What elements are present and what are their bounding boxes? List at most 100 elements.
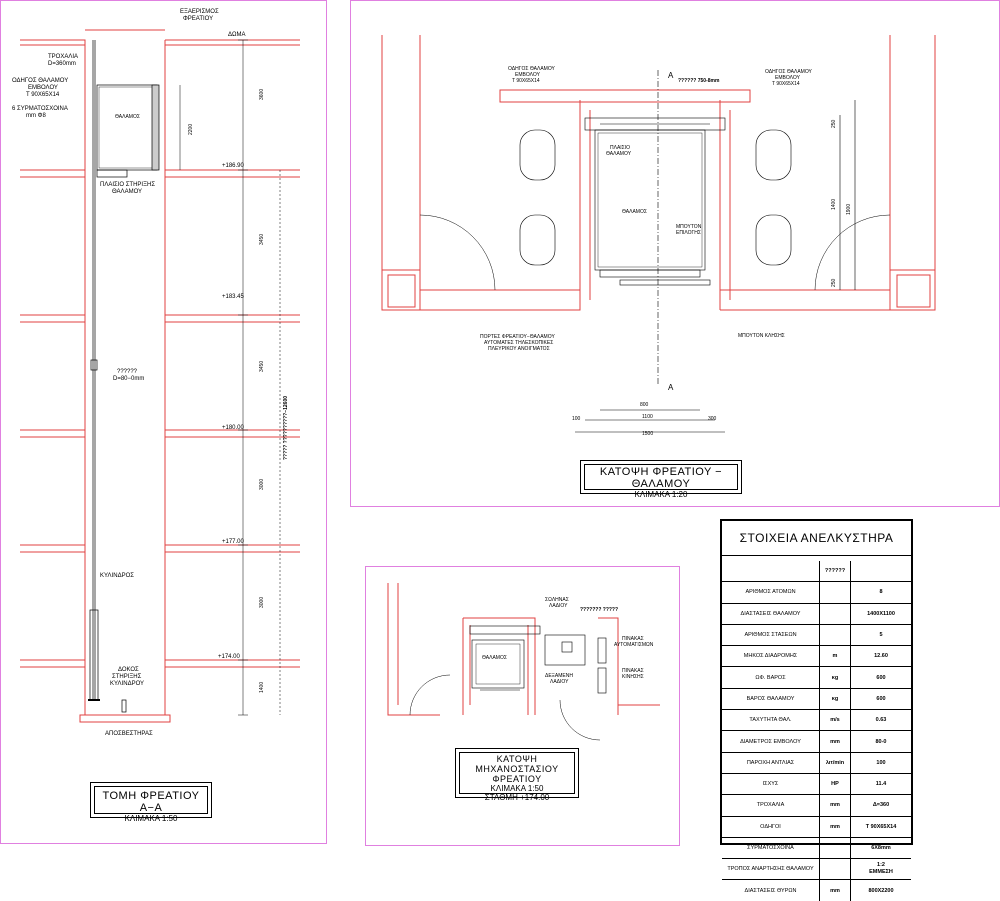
spec-value: 800Χ2200 (868, 887, 894, 894)
label-vent-2: ΦΡΕΑΤΙΟΥ (183, 16, 213, 22)
plan-doors-1: ΠΟΡΤΕΣ ΦΡΕΑΤΙΟΥ−ΘΑΛΑΜΟΥ (480, 334, 555, 340)
spec-label: ΤΑΧΥΤΗΤΑ ΘΑΛ. (722, 710, 820, 731)
dim-3450-a: 3450 (259, 234, 265, 245)
spec-unit: κg (820, 667, 851, 688)
label-ropes-1: 6 ΣΥΡΜΑΤΟΣΧΟΙΝΑ (12, 106, 68, 112)
machine-scale: ΚΛΙΜΑΚΑ 1:50 (490, 784, 544, 793)
spec-label: ΜΗΚΟΣ ΔΙΑΔΡΟΜΗΣ (722, 646, 820, 667)
spec-unit (820, 837, 851, 859)
spec-label: ΑΡΙΘΜΟΣ ΣΤΑΣΕΩΝ (722, 624, 820, 646)
spec-value: 1:2 ΕΜΜΕΣΗ (869, 862, 893, 876)
spec-unit: λιτ/min (820, 752, 851, 773)
spec-label: ΠΑΡΟΧΗ ΑΝΤΛΙΑΣ (722, 752, 820, 773)
label-frame-2: ΘΑΛΑΜΟΥ (112, 189, 142, 195)
dim-3000-b: 3000 (259, 597, 265, 608)
machine-title-1: ΚΑΤΟΨΗ ΜΗΧΑΝΟΣΤΑΣΙΟΥ (475, 754, 559, 774)
machine-tank-1: ΔΕΞΑΜΕΝΗ (545, 673, 573, 679)
label-piston-1: ?????? (117, 369, 138, 375)
plan-frame-1: ΠΛΑΙΣΙΟ (610, 145, 630, 151)
plan-dim-1500: 1500 (642, 431, 653, 437)
plan-section-mark-bottom: Α (668, 383, 674, 392)
spec-unit: mm (820, 816, 851, 837)
spec-value: Δ=360 (872, 802, 890, 809)
spec-unit: mm (820, 795, 851, 816)
label-beam-2: ΣΤΗΡΙΞΗΣ (112, 674, 142, 680)
label-pulley-2: D=360mm (48, 61, 76, 67)
plan-title: ΚΑΤΟΨΗ ΦΡΕΑΤΙΟΥ − ΘΑΛΑΜΟΥ (599, 466, 723, 490)
label-beam-1: ΔΟΚΟΣ (118, 667, 139, 673)
plan-buttons-2: ΕΠΙΛΟΓΗΣ (676, 230, 701, 236)
machine-title-block: ΚΑΤΟΨΗ ΜΗΧΑΝΟΣΤΑΣΙΟΥ ΦΡΕΑΤΙΟΥ ΚΛΙΜΑΚΑ 1:… (455, 748, 579, 802)
label-beam-3: ΚΥΛΙΝΔΡΟΥ (110, 681, 144, 687)
plan-pulley: ?????? 750-8mm (678, 78, 720, 84)
spec-row-header: ?????? (722, 561, 911, 582)
spec-value: 6Χ8mm (871, 845, 891, 851)
section-drawing: ΕΞΑΕΡΙΣΜΟΣ ΦΡΕΑΤΙΟΥ ΔΩΜΑ ΤΡΟΧΑΛΙΑ D=360m… (12, 9, 300, 737)
machine-oil-pipe-1: ΣΩΛΗΝΑΣ (545, 597, 569, 603)
spec-unit: m/s (820, 710, 851, 731)
machine-station: ΣΤΑΘΜΗ +174.00 (484, 793, 550, 802)
spec-value: 80-0 (875, 738, 887, 745)
plan-guide-right-2: ΕΜΒΟΛΟΥ (775, 75, 801, 81)
spec-value: 1400Χ1100 (867, 610, 895, 617)
plan-doors-3: ΠΛΕΥΡΙΚΟΥ ΑΝΟΙΓΜΑΤΟΣ (488, 346, 550, 352)
plan-buttons-1: ΜΠΟΥΤΟΝ (676, 224, 702, 230)
plan-scale: ΚΛΙΜΑΚΑ 1:20 (634, 490, 688, 499)
spec-unit (820, 624, 851, 646)
level-5: +174.00 (218, 654, 241, 660)
label-frame-1: ΠΛΑΙΣΙΟ ΣΤΗΡΙΞΗΣ (100, 182, 155, 188)
section-title-block: ΤΟΜΗ ΦΡΕΑΤΙΟΥ Α−Α ΚΛΙΜΑΚΑ 1:50 (90, 782, 212, 823)
machine-panel-auto-2: ΑΥΤΟΜΑΤΙΣΜΩΝ (614, 642, 654, 648)
spec-label: ΟΔΗΓΟΙ (722, 816, 820, 837)
machine-tank-2: ΛΑΔΙΟΥ (550, 679, 569, 685)
spec-header-unit: ?????? (820, 561, 851, 582)
plan-dim-1100: 1100 (642, 414, 653, 420)
machine-drawing: ΣΩΛΗΝΑΣ ΛΑΔΙΟΥ ??????? ????? ΠΙΝΑΚΑΣ ΑΥΤ… (387, 583, 660, 741)
plan-guide-right-1: ΟΔΗΓΟΣ ΘΑΛΑΜΟΥ (765, 69, 813, 75)
machine-panel-auto-1: ΠΙΝΑΚΑΣ (622, 636, 644, 642)
plan-dim-1400: 1400 (831, 199, 837, 210)
plan-title-block: ΚΑΤΟΨΗ ΦΡΕΑΤΙΟΥ − ΘΑΛΑΜΟΥ ΚΛΙΜΑΚΑ 1:20 (580, 460, 742, 499)
spec-label: ΔΙΑΜΕΤΡΟΣ ΕΜΒΟΛΟΥ (722, 731, 820, 752)
plan-frame-2: ΘΑΛΑΜΟΥ (606, 151, 632, 157)
spec-value: Τ 90Χ65Χ14 (865, 823, 897, 830)
machine-unknown: ??????? ????? (580, 607, 618, 613)
spec-label: ΔΙΑΣΤΑΣΕΙΣ ΘΥΡΩΝ (722, 880, 820, 901)
spec-label: ΩΦ. ΒΑΡΟΣ (722, 667, 820, 688)
label-ropes-2: mm Φ8 (26, 113, 46, 119)
dim-total: ????? ??????????−12600 (283, 396, 289, 460)
spec-table: ΣΤΟΙΧΕΙΑ ΑΝΕΛΚΥΣΤΗΡΑ ?????? ΑΡΙΘΜΟΣ ΑΤΟΜ… (720, 519, 913, 901)
plan-dim-250-a: 250 (831, 119, 837, 128)
section-sheet (0, 0, 327, 844)
spec-value: 5 (879, 632, 883, 639)
machine-cabin: ΘΑΛΑΜΟΣ (482, 655, 507, 661)
plan-cabin: ΘΑΛΑΜΟΣ (622, 209, 647, 215)
spec-label: ΤΡΟΧΑΛΙΑ (722, 795, 820, 816)
level-2: +183.45 (222, 294, 245, 300)
spec-unit: m (820, 646, 851, 667)
plan-dim-800: 800 (640, 402, 649, 408)
plan-dim-300: 300 (708, 416, 717, 422)
spec-value: 600 (876, 695, 886, 702)
dim-3000-a: 3000 (259, 479, 265, 490)
plan-dim-100: 100 (572, 416, 581, 422)
spec-unit (820, 859, 851, 880)
spec-value: 100 (876, 759, 886, 766)
label-absorber: ΑΠΟΣΒΕΣΤΗΡΑΣ (105, 731, 153, 737)
label-guide-2: ΕΜΒΟΛΟΥ (28, 85, 58, 91)
plan-call-button: ΜΠΟΥΤΟΝ ΚΛΗΣΗΣ (738, 333, 785, 339)
spec-unit: mm (820, 880, 851, 901)
label-cabin-section: ΘΑΛΑΜΟΣ (115, 114, 140, 120)
machine-sheet (365, 566, 680, 846)
spec-unit (820, 603, 851, 624)
spec-label: ΒΑΡΟΣ ΘΑΛΑΜΟΥ (722, 688, 820, 710)
